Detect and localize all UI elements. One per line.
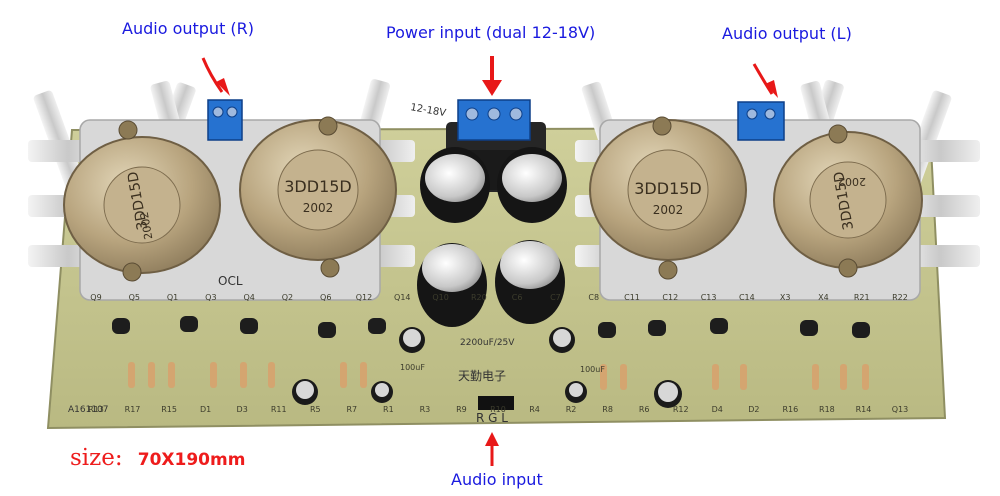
power-input-label: Power input (dual 12-18V) [386,23,596,42]
silkscreen-ref-label: R13 [88,405,104,414]
silkscreen-ref-label: R17 [125,405,141,414]
model-silkscreen: A161107 [68,405,109,415]
small-cap-label: 100uF [400,363,425,372]
silkscreen-ref-label: C13 [701,293,717,302]
arrow-audio-output-right [201,57,230,96]
silkscreen-ref-label: R6 [639,405,650,414]
silkscreen-ref-label: C8 [588,293,599,302]
silkscreen-ref-label: R3 [420,405,431,414]
silkscreen-ref-label: Q14 [394,293,410,302]
silkscreen-ref-label: C6 [512,293,523,302]
silkscreen-ref-label: R16 [782,405,798,414]
silkscreen-ref-label: R22 [892,293,908,302]
silkscreen-ref-label: R20 [471,293,487,302]
silkscreen-ref-label: Q6 [320,293,331,302]
transistor-date-code: 2002 [838,175,866,188]
silkscreen-ref-label: R12 [673,405,689,414]
silkscreen-ref-label: R2 [566,405,577,414]
size-caption: size: 70X190mm [70,445,245,471]
silkscreen-ref-label: R9 [456,405,467,414]
silkscreen-ref-label: Q3 [205,293,216,302]
silkscreen-ref-label: Q9 [90,293,101,302]
transistor-marking: 3DD15D [634,179,702,198]
audio-output-left-label: Audio output (L) [722,24,852,43]
power-transistor-q12 [589,116,747,280]
power-transistor-q9 [239,116,397,278]
silkscreen-ref-label: C11 [624,293,640,302]
silkscreen-ref-label: Q1 [167,293,178,302]
brand-silkscreen: 天勤电子 [458,369,506,383]
silkscreen-ref-label: Q5 [129,293,140,302]
silkscreen-ref-label: Q12 [356,293,372,302]
audio-output-right-label: Audio output (R) [122,19,255,38]
small-transistors [112,316,870,338]
silkscreen-ref-label: R8 [602,405,613,414]
power-transistor-q13 [63,120,221,282]
silkscreen-ref-label: D2 [748,405,759,414]
silkscreen-ref-label: C12 [662,293,678,302]
small-capacitors [292,327,682,408]
silkscreen-ref-label: R11 [271,405,287,414]
small-cap-label: 100uF [580,365,605,374]
arrow-power-input [482,56,502,96]
voltage-silkscreen: 12-18V [409,102,446,119]
silkscreen-ref-label: D1 [200,405,211,414]
cap-silkscreen: 2200uF/25V [460,338,515,348]
audio-input-label: Audio input [451,470,543,489]
transistor-date-code: 2002 [138,211,156,241]
transistor-date-code: 2002 [303,201,334,215]
silkscreen-ref-label: Q10 [432,293,448,302]
arrow-audio-input [485,432,499,466]
power-transistor-q14 [773,124,923,278]
transistor-date-code: 2002 [653,203,684,217]
silkscreen-ref-label: C14 [739,293,755,302]
resistor-row [128,362,869,390]
silkscreen-ref-label: R7 [346,405,357,414]
silkscreen-ref-label: X4 [818,293,829,302]
output-terminal-right [207,99,243,141]
silkscreen-ref-label: R18 [819,405,835,414]
silkscreen-ref-label: R5 [310,405,321,414]
size-label: size: [70,445,123,471]
power-terminal [457,99,531,141]
silkscreen-ref-label: R21 [854,293,870,302]
silkscreen-ref-label: R14 [856,405,872,414]
silkscreen-ref-label: R1 [383,405,394,414]
silkscreen-ref-label: R15 [161,405,177,414]
silkscreen-ref-label: Q13 [892,405,908,414]
silkscreen-ref-label: C7 [550,293,561,302]
transistor-marking: 3DD15D [284,177,352,196]
silkscreen-ref-label: D3 [237,405,248,414]
arrow-audio-output-left [752,63,778,98]
input-header [478,396,514,410]
silkscreen-ref-label: D4 [712,405,723,414]
silkscreen-ref-label: Q2 [282,293,293,302]
silkscreen-ref-label: R4 [529,405,540,414]
silkscreen-ref-label: R10 [490,405,506,414]
input-pin-labels: R G L [476,411,508,425]
ocl-silkscreen: OCL [218,274,243,288]
filter-capacitors [417,147,567,327]
output-terminal-left [737,101,785,141]
size-value: 70X190mm [137,450,246,470]
silkscreen-ref-label: Q4 [243,293,254,302]
silkscreen-ref-label: X3 [780,293,791,302]
